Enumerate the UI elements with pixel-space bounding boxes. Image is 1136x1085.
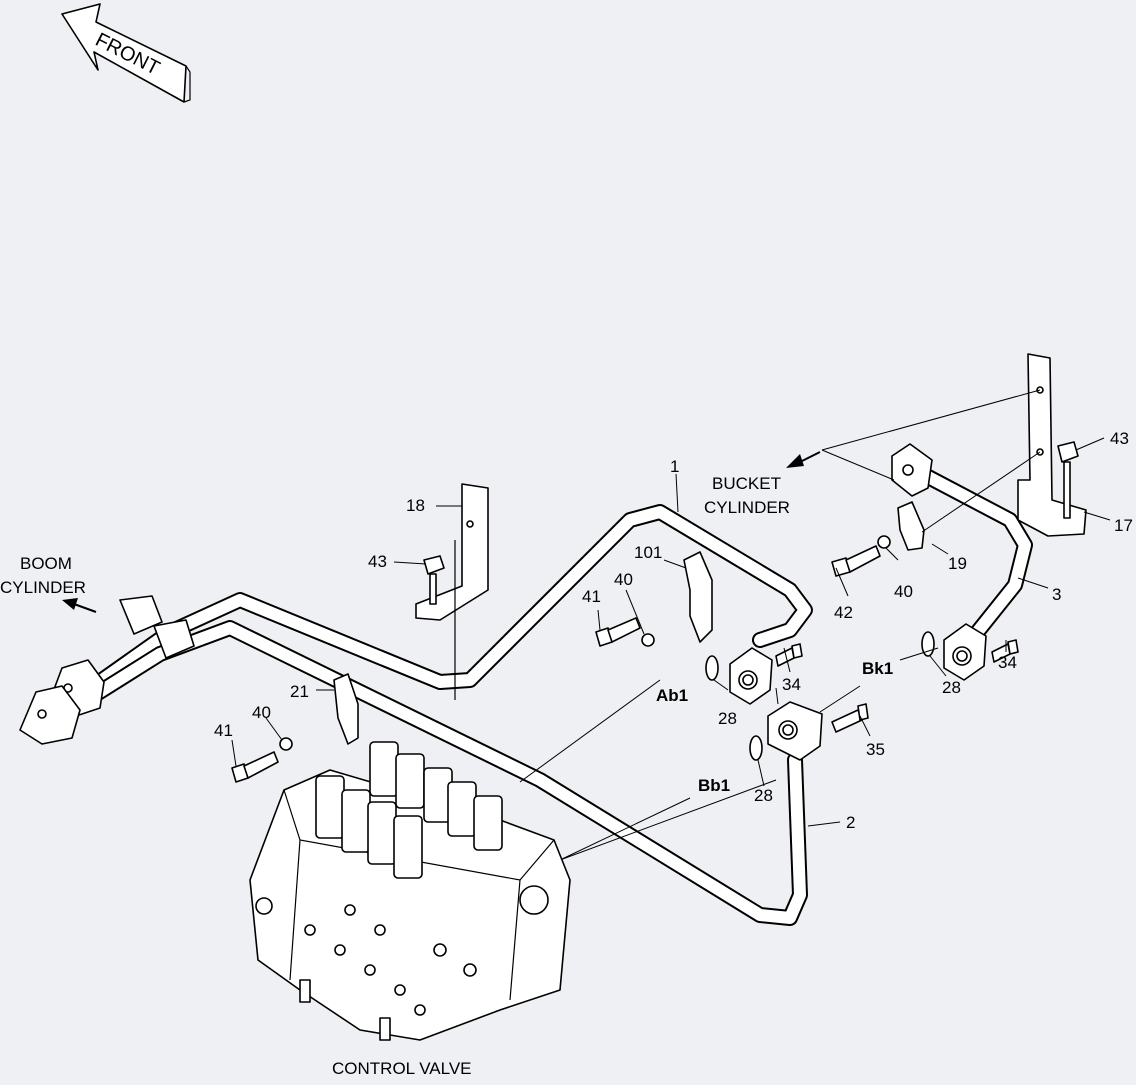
bolt-35 xyxy=(831,703,869,733)
washer-40-upper xyxy=(641,633,655,647)
boom-arrow xyxy=(62,598,97,613)
bucket-arrow xyxy=(786,451,821,468)
callout-43-right: 43 xyxy=(1110,429,1129,448)
callout-18: 18 xyxy=(406,496,425,515)
oring-28-ab1 xyxy=(705,655,719,681)
bolt-43-left xyxy=(423,555,445,605)
flange-top xyxy=(891,443,933,497)
clamp-21 xyxy=(333,673,359,745)
flange-bk1 xyxy=(943,623,987,681)
callout-1: 1 xyxy=(670,457,679,476)
callout-43-left: 43 xyxy=(368,552,387,571)
callout-40-right: 40 xyxy=(894,582,913,601)
label-bucket-line1: BUCKET xyxy=(712,474,781,493)
washer-40-lower xyxy=(279,737,293,751)
callout-34-bk1: 34 xyxy=(998,653,1017,672)
oring-28-bb1 xyxy=(749,735,763,761)
callout-40-lower: 40 xyxy=(252,703,271,722)
clamp-19 xyxy=(897,501,925,551)
clamp-101 xyxy=(683,551,713,643)
label-boom-line2: CYLINDER xyxy=(0,578,86,597)
callout-34-ab1: 34 xyxy=(782,675,801,694)
bracket-17 xyxy=(1017,353,1087,537)
control-valve xyxy=(249,741,571,1041)
pipe-3 xyxy=(907,462,1033,643)
label-bucket-line2: CYLINDER xyxy=(704,498,790,517)
port-bb1: Bb1 xyxy=(698,776,730,795)
bolt-41-lower xyxy=(231,751,279,783)
callout-2: 2 xyxy=(846,813,855,832)
flange-bb1 xyxy=(767,701,823,761)
callout-28-ab1: 28 xyxy=(718,709,737,728)
callout-3: 3 xyxy=(1052,585,1061,604)
callout-42: 42 xyxy=(834,603,853,622)
bolt-43-right xyxy=(1057,441,1079,519)
callout-21: 21 xyxy=(290,682,309,701)
callout-28-bk1: 28 xyxy=(942,678,961,697)
bolt-34-ab1 xyxy=(775,643,803,667)
callout-101: 101 xyxy=(634,543,662,562)
callout-41-lower: 41 xyxy=(214,721,233,740)
port-bk1: Bk1 xyxy=(862,659,893,678)
label-control-valve: CONTROL VALVE xyxy=(332,1059,472,1078)
callout-40-upper: 40 xyxy=(614,570,633,589)
front-arrow: FRONT xyxy=(61,3,191,103)
label-boom-line1: BOOM xyxy=(20,554,72,573)
flange-ab1 xyxy=(729,647,773,705)
bracket-18 xyxy=(415,483,489,700)
callout-28-bb1: 28 xyxy=(754,786,773,805)
callout-17: 17 xyxy=(1114,516,1133,535)
boom-hose-end-lower xyxy=(19,619,195,745)
callout-41-upper: 41 xyxy=(582,587,601,606)
pipe-1 xyxy=(87,504,813,693)
callout-19: 19 xyxy=(948,554,967,573)
bolt-42 xyxy=(831,545,881,577)
port-ab1: Ab1 xyxy=(656,686,688,705)
washer-40-right xyxy=(877,535,891,549)
callout-35: 35 xyxy=(866,740,885,759)
leader-lines xyxy=(231,389,1111,861)
bolt-41-upper xyxy=(595,617,641,647)
